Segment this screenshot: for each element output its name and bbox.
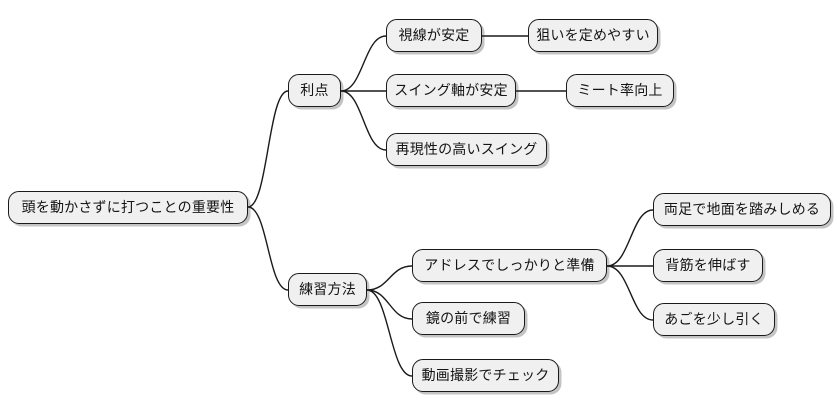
node-benefit-1-label: 視線が安定 [398,27,470,44]
node-benefit-3[interactable]: 再現性の高いスイング [386,133,547,166]
edge-benefits-to-benefit_1 [340,35,387,92]
edge-root-to-benefits [247,90,289,208]
node-practice-1-sub-2[interactable]: 背筋を伸ばす [653,249,763,282]
node-benefit-1-sub[interactable]: 狙いを定めやすい [528,19,658,52]
edge-practice-to-practice_1 [366,265,413,291]
node-practice-1-sub-1-label: 両足で地面を踏みしめる [663,201,821,218]
node-practice[interactable]: 練習方法 [288,273,367,306]
edge-practice_1-to-practice_1_sub_3 [606,265,654,321]
node-practice-1-sub-3-label: あごを少し引く [664,311,764,328]
node-practice-1-label: アドレスでしっかりと準備 [424,257,595,274]
node-benefit-1[interactable]: 視線が安定 [386,19,482,52]
node-practice-3-label: 動画撮影でチェック [421,367,550,384]
node-practice-2-label: 鏡の前で練習 [425,310,512,327]
node-benefits-label: 利点 [300,82,329,99]
edge-root-to-practice [247,206,289,291]
node-practice-label: 練習方法 [299,281,356,298]
node-practice-1-sub-2-label: 背筋を伸ばす [665,257,751,274]
node-practice-1-sub-1[interactable]: 両足で地面を踏みしめる [653,193,831,226]
node-practice-1-sub-3[interactable]: あごを少し引く [653,303,775,336]
node-practice-1[interactable]: アドレスでしっかりと準備 [412,249,607,282]
edge-benefits-to-benefit_3 [340,90,387,151]
node-benefit-2-sub[interactable]: ミート率向上 [566,74,674,107]
node-benefit-2-label: スイング軸が安定 [394,82,508,99]
edge-practice_1-to-practice_1_sub_1 [606,209,654,267]
node-benefit-1-sub-label: 狙いを定めやすい [536,27,650,44]
node-root-label: 頭を動かさずに打つことの重要性 [21,199,235,216]
node-practice-2[interactable]: 鏡の前で練習 [412,302,525,335]
edge-practice-to-practice_2 [366,289,413,320]
node-root[interactable]: 頭を動かさずに打つことの重要性 [8,191,248,224]
edge-practice-to-practice_3 [366,289,413,377]
node-benefit-3-label: 再現性の高いスイング [395,141,538,158]
node-practice-3[interactable]: 動画撮影でチェック [412,359,559,392]
node-benefit-2[interactable]: スイング軸が安定 [386,74,516,107]
node-benefits[interactable]: 利点 [288,74,341,107]
node-benefit-2-sub-label: ミート率向上 [577,82,663,99]
